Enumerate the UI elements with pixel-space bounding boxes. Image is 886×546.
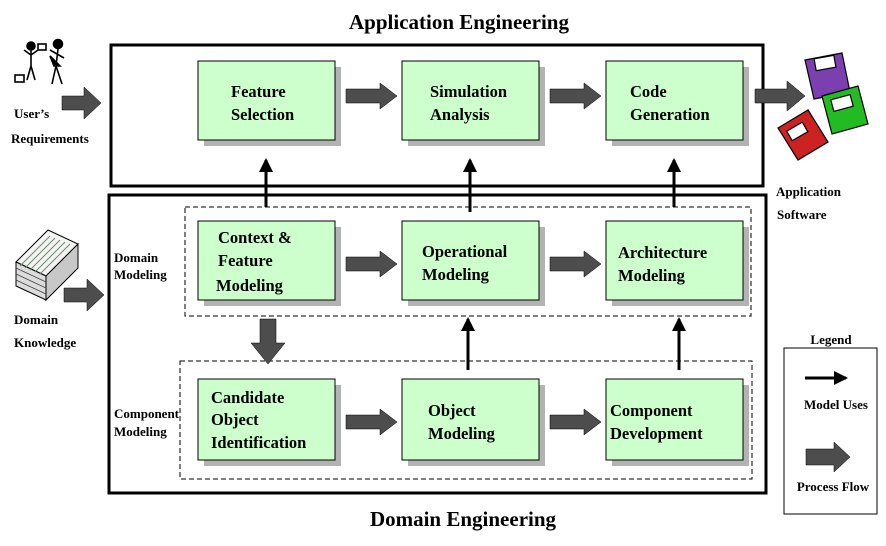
code-generation-label: Code Generation: [630, 82, 710, 124]
process-arrow-software-out: [754, 80, 806, 112]
legend-box: [783, 347, 878, 515]
process-arrow-object-to-component: [549, 408, 602, 436]
application-software-label: Application Software: [776, 184, 844, 222]
process-arrow-simulation-to-code: [549, 82, 602, 110]
users-requirements-label: User’s Requirements: [11, 106, 89, 146]
floppy-disks-icon: [777, 52, 869, 161]
process-arrow-feature-to-simulation: [345, 82, 398, 110]
operational-modeling-box: [401, 220, 540, 301]
context-feature-modeling-label: Context & Feature Modeling: [216, 228, 296, 295]
application-engineering-title: Application Engineering: [349, 10, 569, 34]
architecture-modeling-box: [605, 220, 744, 301]
domain-engineering-frame: [107, 193, 768, 495]
model-uses-arrows: [259, 158, 686, 370]
object-modeling-label: Object Modeling: [428, 401, 496, 443]
domain-knowledge-books-icon: [15, 229, 79, 302]
component-development-box: [605, 378, 744, 461]
component-modeling-group: [179, 360, 753, 480]
users-figures-icon: [14, 38, 65, 85]
legend-model-uses-label: Model Uses: [804, 397, 868, 412]
domain-knowledge-label: Domain Knowledge: [14, 312, 76, 350]
component-development-label: Component Development: [610, 401, 703, 443]
component-modeling-label: Component Modeling: [114, 406, 182, 439]
architecture-modeling-label: Architecture Modeling: [618, 243, 711, 285]
process-arrow-context-to-operational: [345, 250, 398, 278]
context-feature-modeling-box: [197, 220, 336, 301]
domain-modeling-label: Domain Modeling: [114, 250, 167, 282]
domain-engineering-title: Domain Engineering: [370, 507, 557, 531]
candidate-object-identification-box: [197, 378, 336, 461]
process-arrow-requirements-in: [61, 86, 102, 120]
process-flow-arrows: [61, 80, 806, 436]
operational-modeling-label: Operational Modeling: [422, 242, 511, 284]
feature-selection-box: [197, 60, 336, 141]
feature-selection-label: Feature Selection: [231, 82, 294, 124]
application-engineering-frame: [109, 43, 765, 188]
simulation-analysis-box: [401, 60, 540, 141]
process-arrow-context-to-candidate: [250, 318, 286, 365]
simulation-analysis-label: Simulation Analysis: [430, 82, 511, 124]
code-generation-box: [605, 60, 744, 141]
legend-process-flow-arrow: [805, 441, 851, 473]
candidate-object-identification-label: Candidate Object Identification: [211, 388, 306, 452]
legend-title: Legend: [810, 332, 852, 347]
process-arrow-knowledge-in: [63, 278, 105, 312]
object-modeling-box: [401, 378, 540, 461]
domain-modeling-group: [184, 206, 752, 317]
legend-process-flow-label: Process Flow: [797, 479, 870, 494]
process-arrow-operational-to-architecture: [549, 250, 602, 278]
process-arrow-candidate-to-object: [345, 408, 398, 436]
